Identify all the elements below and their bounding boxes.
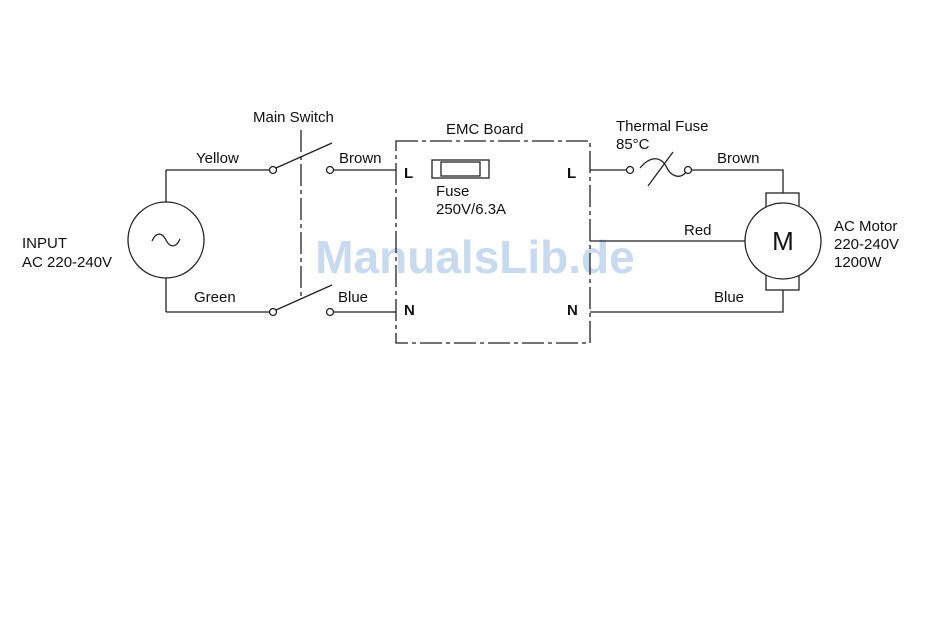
input-voltage-label: AC 220-240V bbox=[22, 254, 112, 271]
switch-blade-top bbox=[276, 143, 332, 168]
blue-in-label: Blue bbox=[338, 289, 368, 306]
brown-out-label: Brown bbox=[717, 150, 760, 167]
wire-brown-out bbox=[692, 170, 783, 193]
emc-terminal-n-in: N bbox=[404, 302, 415, 319]
yellow-wire-label: Yellow bbox=[196, 150, 239, 167]
green-wire-label: Green bbox=[194, 289, 236, 306]
switch-contact-l-in bbox=[270, 167, 277, 174]
emc-board-label: EMC Board bbox=[446, 121, 524, 138]
thermal-fuse-temp-label: 85°C bbox=[616, 136, 650, 153]
blue-out-label: Blue bbox=[714, 289, 744, 306]
main-switch-label: Main Switch bbox=[253, 109, 334, 126]
switch-contact-n-in bbox=[270, 309, 277, 316]
fuse-rating-label: 250V/6.3A bbox=[436, 201, 506, 218]
emc-terminal-n-out: N bbox=[567, 302, 578, 319]
thermal-fuse-slash bbox=[648, 152, 673, 186]
wire-blue-out bbox=[590, 290, 783, 312]
watermark: ManualsLib.de bbox=[315, 231, 634, 283]
sine-wave-icon bbox=[152, 234, 180, 246]
switch-blade-bottom bbox=[276, 285, 332, 310]
emc-terminal-l-in: L bbox=[404, 165, 413, 182]
fuse-label: Fuse bbox=[436, 183, 469, 200]
ac-motor: M bbox=[745, 193, 821, 290]
red-wire-label: Red bbox=[684, 222, 712, 239]
emc-terminal-l-out: L bbox=[567, 165, 576, 182]
thermal-fuse-label: Thermal Fuse bbox=[616, 118, 709, 135]
motor-label: AC Motor bbox=[834, 218, 897, 235]
brown-in-label: Brown bbox=[339, 150, 382, 167]
switch-contact-n-out bbox=[327, 309, 334, 316]
switch-contact-l-out bbox=[327, 167, 334, 174]
motor-symbol: M bbox=[772, 226, 794, 256]
fuse-icon bbox=[432, 160, 489, 178]
thermal-fuse-curve bbox=[640, 159, 686, 177]
main-switch bbox=[270, 130, 334, 316]
thermal-fuse bbox=[627, 152, 692, 186]
thermal-fuse-contact-in bbox=[627, 167, 634, 174]
motor-voltage-label: 220-240V bbox=[834, 236, 899, 253]
motor-power-label: 1200W bbox=[834, 254, 882, 271]
input-label: INPUT bbox=[22, 235, 67, 252]
ac-input-source bbox=[128, 170, 204, 312]
